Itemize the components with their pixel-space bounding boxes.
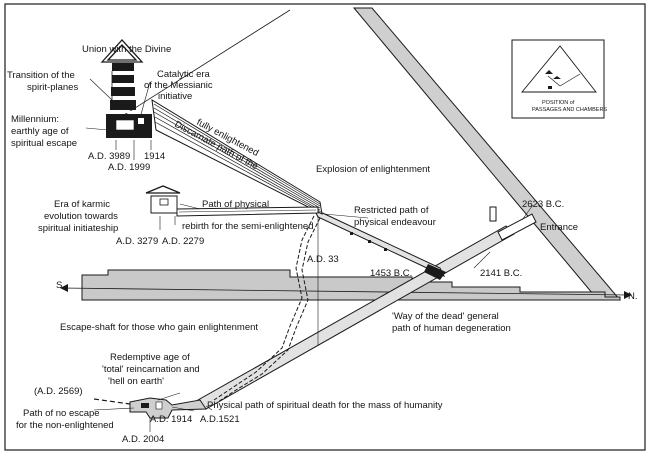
subterranean-pit (93, 397, 207, 419)
label-way-dead-2: path of human degeneration (392, 323, 511, 334)
inset-title-1: POSITION of (542, 100, 575, 106)
inset-position-map: POSITION of PASSAGES AND CHAMBERS (511, 39, 607, 119)
label-millennium-1: Millennium: (11, 114, 59, 125)
label-millennium-3: spiritual escape (11, 138, 77, 149)
label-karmic-1: Era of karmic (54, 199, 110, 210)
label-north: N. (628, 291, 638, 302)
label-karmic-3: spiritual initiateship (38, 223, 118, 234)
label-ad1521: A.D.1521 (200, 414, 240, 425)
label-ad1914-bottom: A.D. 1914 (150, 414, 192, 425)
queens-chamber (145, 185, 319, 217)
label-transition-1: Transition of the (7, 70, 75, 81)
label-1914-top: 1914 (144, 151, 165, 162)
leader-lines (85, 78, 534, 432)
label-ad2279: A.D. 2279 (162, 236, 204, 247)
inset-title-2: PASSAGES AND CHAMBERS (532, 107, 607, 113)
label-rebirth: rebirth for the semi-enlightened (182, 221, 314, 232)
label-restricted-1: Restricted path of (354, 205, 429, 216)
label-redemptive-2: 'total' reincarnation and (102, 364, 200, 375)
south-north-axis (61, 287, 629, 296)
label-union: Union with the Divine (82, 44, 171, 55)
south-arrow-icon (60, 284, 68, 292)
label-bc1453: 1453 B.C. (370, 268, 412, 279)
label-way-dead-1: 'Way of the dead' general (392, 311, 499, 322)
label-bc2623: 2623 B.C. (522, 199, 564, 210)
label-south: S (56, 280, 62, 291)
label-ad1999: A.D. 1999 (108, 162, 150, 173)
label-millennium-2: earthly age of (11, 126, 69, 137)
label-path-physical: Path of physical (202, 199, 269, 210)
label-redemptive-3: 'hell on earth' (108, 376, 164, 387)
label-ad33: A.D. 33 (307, 254, 339, 265)
label-restricted-2: physical endeavour (354, 217, 436, 228)
diagram-border (4, 3, 646, 451)
label-ad2569: (A.D. 2569) (34, 386, 83, 397)
ascending-passage (312, 207, 446, 280)
label-catalytic-1: Catalytic era (157, 69, 211, 80)
label-no-escape-1: Path of no escape (23, 408, 100, 419)
label-ad3989: A.D. 3989 (88, 151, 130, 162)
label-ad2004: A.D. 2004 (122, 434, 164, 445)
label-transition-2: spirit-planes (27, 82, 78, 93)
label-catalytic-3: initiative (158, 91, 192, 102)
grand-gallery (151, 99, 323, 215)
label-catalytic-2: of the Messianic (144, 80, 213, 91)
label-ad3279: A.D. 3279 (116, 236, 158, 247)
entrance-chamber (489, 206, 497, 222)
label-spiritual-death: Physical path of spiritual death for the… (207, 400, 443, 411)
label-explosion: Explosion of enlightenment (316, 164, 430, 175)
label-no-escape-2: for the non-enlightened (16, 420, 114, 431)
label-redemptive-1: Redemptive age of (110, 352, 190, 363)
label-karmic-2: evolution towards (44, 211, 118, 222)
north-arrow-icon (624, 291, 632, 299)
ground-profile (81, 269, 621, 301)
label-bc2141: 2141 B.C. (480, 268, 522, 279)
kings-chamber (100, 39, 152, 138)
label-entrance: Entrance (540, 222, 578, 233)
escape-shaft (213, 215, 321, 403)
label-escape-shaft: Escape-shaft for those who gain enlighte… (60, 322, 258, 333)
